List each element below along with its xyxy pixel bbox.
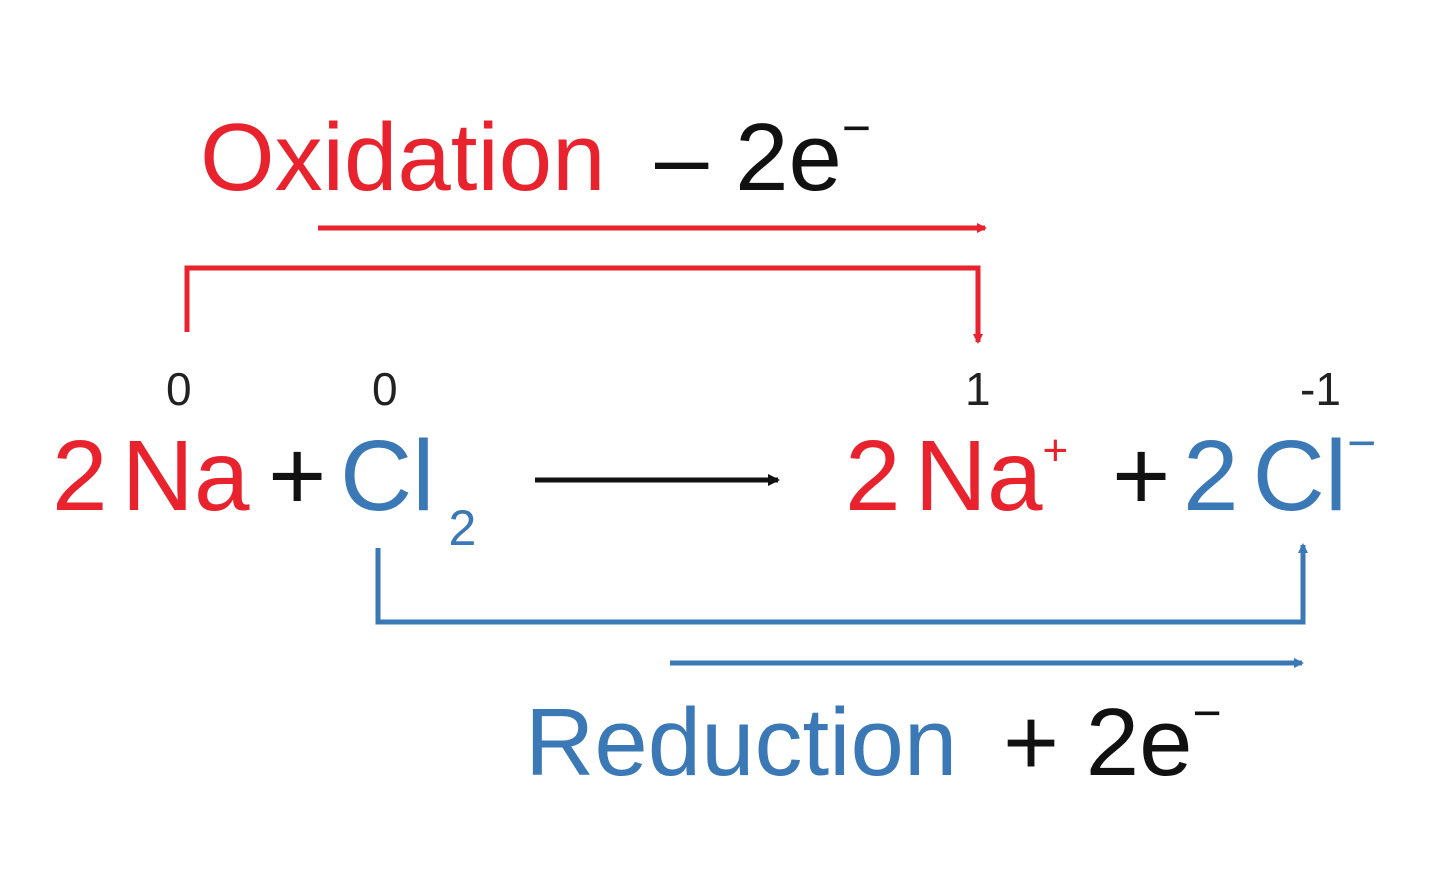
plus-products: + — [1112, 420, 1170, 532]
ox-state-cl-ion: -1 — [1300, 363, 1341, 415]
reduction-bracket — [375, 543, 1308, 625]
reduction-electrons: + 2e− — [1003, 685, 1222, 796]
ox-state-na-ion: 1 — [965, 363, 991, 415]
plus-reactants: + — [268, 420, 326, 532]
oxidation-electrons: – 2e− — [655, 100, 871, 211]
ox-state-cl2: 0 — [372, 363, 398, 415]
reduction-label: Reduction — [525, 689, 957, 796]
oxidation-label: Oxidation — [200, 104, 606, 211]
oxidation-bracket — [184, 265, 983, 344]
ox-state-na: 0 — [166, 363, 192, 415]
